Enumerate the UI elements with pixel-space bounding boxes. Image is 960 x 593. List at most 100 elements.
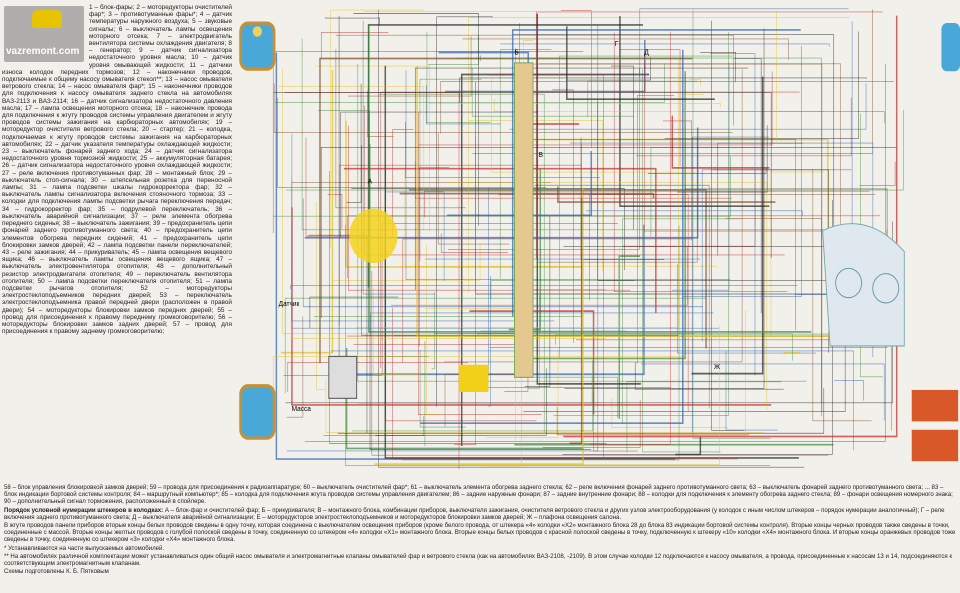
wire: [335, 49, 466, 209]
wire: [346, 83, 362, 203]
taillight-right-upper: [941, 23, 960, 72]
wire: [454, 137, 476, 446]
label-v: В: [539, 152, 544, 159]
wire: [345, 224, 771, 466]
wire: [287, 362, 468, 392]
wire: [498, 194, 689, 412]
wire: [511, 29, 801, 317]
wire: [812, 168, 872, 422]
wire: [552, 89, 574, 343]
wire: [283, 338, 383, 376]
wire: [586, 210, 803, 217]
wire: [626, 381, 782, 453]
order-text: А – блок-фар и очистителей фар; Б – прик…: [4, 506, 945, 521]
wire: [335, 34, 734, 126]
wire: [426, 31, 491, 124]
wire: [418, 112, 542, 416]
wire: [316, 201, 326, 390]
wire: [664, 31, 859, 140]
wire: [380, 91, 800, 369]
wire: [691, 76, 764, 375]
label-a: А: [368, 178, 373, 185]
order-paragraph: Порядок условной нумерации штекеров в ко…: [4, 507, 956, 521]
wire: [279, 86, 425, 231]
wire: [613, 32, 788, 293]
wire: [512, 34, 835, 316]
wire: [343, 167, 657, 313]
wire: [414, 67, 749, 291]
wire: [499, 43, 830, 47]
wire: [402, 238, 692, 363]
wire: [291, 182, 551, 286]
wire: [675, 437, 702, 456]
headlight-left-bottom: [239, 384, 276, 440]
wire: [399, 192, 655, 199]
taillight-right-top: [911, 389, 959, 422]
wire: [671, 63, 730, 291]
wire: [859, 161, 896, 186]
wire: [353, 13, 479, 226]
bottom-text: 58 – блок управления блокировкой замков …: [4, 484, 956, 576]
credit: Схемы подготовлены К. Б. Пятковым: [4, 568, 109, 576]
wire: [725, 350, 778, 431]
wire: [355, 57, 679, 328]
wire: [455, 57, 822, 404]
wire: [325, 378, 764, 433]
wire: [277, 97, 547, 188]
wire: [636, 97, 852, 157]
wire: [643, 51, 826, 232]
wire: [647, 167, 767, 174]
wire: [426, 244, 439, 415]
taillight-right-bottom: [911, 429, 959, 462]
wire: [683, 111, 885, 124]
wire: [308, 234, 368, 434]
wire: [611, 65, 634, 230]
wire: [345, 120, 583, 268]
wire: [559, 55, 733, 358]
wire: [479, 55, 481, 61]
wire: [329, 9, 424, 249]
wire: [384, 65, 799, 459]
wire: [368, 23, 812, 333]
wire: [569, 197, 583, 445]
instrument-cluster: [822, 223, 905, 347]
legend-text: 1 – блок-фары; 2 – моторедукторы очистит…: [2, 4, 232, 336]
wire: [611, 397, 729, 428]
wire: [291, 133, 555, 322]
wire: [367, 90, 394, 137]
wire: [557, 186, 776, 203]
wire: [290, 285, 798, 290]
wire: [428, 103, 721, 108]
wire: [491, 78, 696, 173]
wire: [329, 171, 607, 444]
wire: [712, 169, 830, 353]
wire: [566, 57, 651, 81]
wire: [378, 9, 805, 468]
wire: [362, 20, 436, 295]
wire: [443, 69, 743, 363]
wire: [526, 71, 686, 360]
wire: [445, 39, 646, 93]
wire: [711, 20, 745, 431]
wire: [286, 109, 904, 191]
wire: [580, 137, 665, 260]
wire: [274, 63, 665, 103]
wire: [286, 316, 304, 418]
wire: [476, 333, 793, 361]
wire: [639, 8, 849, 77]
wire: [440, 80, 894, 134]
wire: [391, 247, 688, 306]
wire: [337, 388, 825, 434]
wire: [282, 68, 694, 334]
wire: [563, 15, 898, 438]
wire: [523, 340, 846, 412]
wire: [499, 49, 552, 279]
wire: [352, 360, 593, 432]
wire: [526, 123, 580, 244]
wire: [420, 49, 684, 425]
wire: [437, 133, 510, 245]
label-sensor: Датчик: [279, 301, 301, 308]
wire: [436, 16, 493, 407]
wire: [459, 77, 868, 104]
wire: [446, 182, 768, 411]
